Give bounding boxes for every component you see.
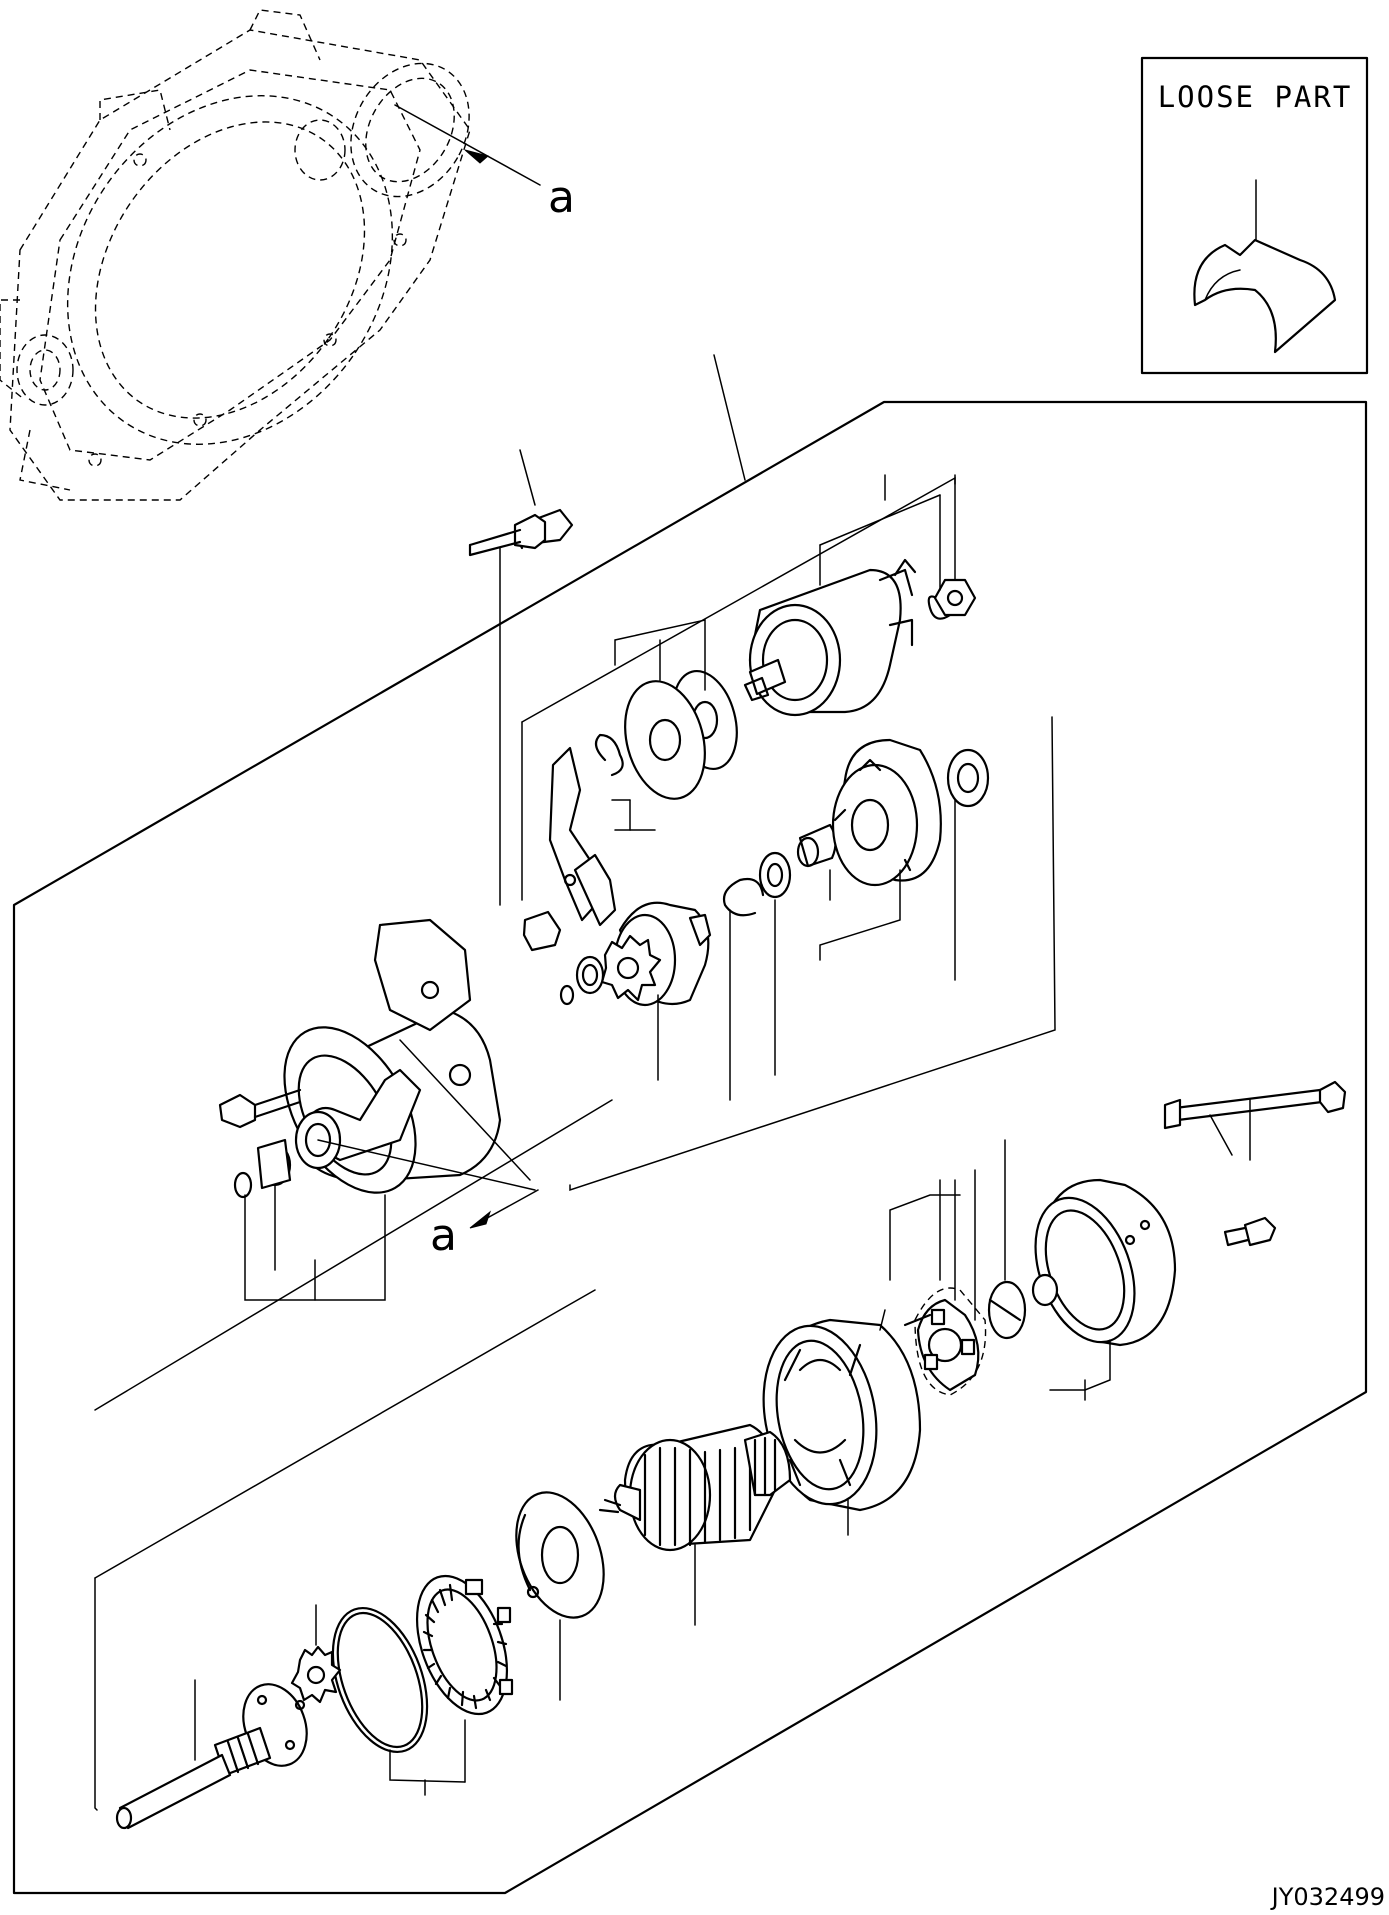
front-drive-housing [283, 918, 536, 1194]
front-bolt-and-bushing [218, 1088, 386, 1301]
drive-subassembly-frame [521, 476, 1056, 1192]
center-gear-housing [819, 738, 990, 981]
armature [598, 1423, 792, 1626]
reference-arrow [469, 1189, 539, 1229]
loose-part-label: LOOSE PART [1157, 80, 1353, 114]
shift-lever [522, 733, 656, 952]
loose-part-box [1140, 56, 1369, 375]
small-screw [1223, 1216, 1277, 1247]
drawing-number: JY032499 [1271, 1883, 1385, 1911]
plate-washers [614, 619, 738, 800]
solenoid-switch [743, 474, 977, 717]
internal-gear [415, 1574, 514, 1783]
brush-holder [889, 1169, 987, 1396]
yoke-field-frame [762, 1309, 922, 1536]
flywheel-housing-icon [0, 9, 541, 501]
pinion-clutch [559, 901, 712, 1081]
motor-subassembly-frame [94, 1099, 613, 1811]
reference-mark-a-top: a [548, 172, 575, 223]
pinion-shaft [115, 1679, 308, 1830]
cover-plate [515, 1491, 605, 1701]
rear-end-cover [1031, 1178, 1177, 1401]
planetary-gear [290, 1604, 342, 1704]
assembly-frame [12, 354, 1368, 1895]
reference-mark-a-bottom: a [430, 1210, 457, 1261]
gasket [331, 1606, 466, 1796]
rear-thrust-washer [987, 1139, 1027, 1340]
mounting-bolt [468, 449, 574, 906]
stop-rings [722, 823, 837, 1101]
through-bolt [1163, 1080, 1347, 1161]
